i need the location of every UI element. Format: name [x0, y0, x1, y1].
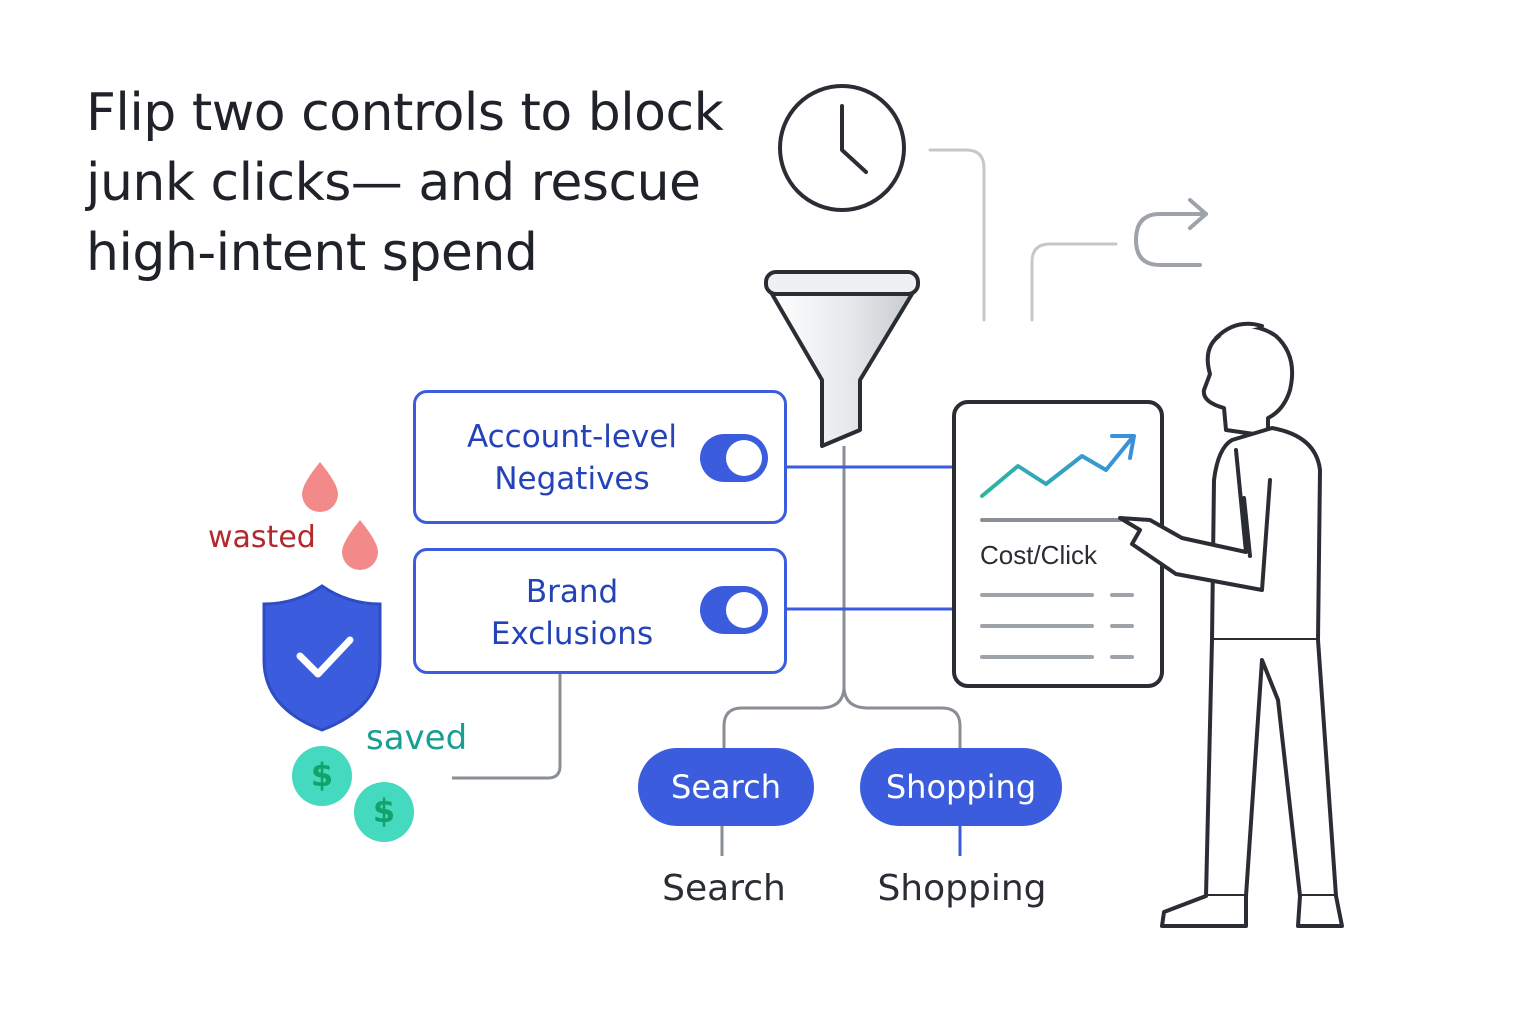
clock-icon — [778, 84, 906, 212]
shopping-channel-caption: Shopping — [877, 868, 1047, 909]
control-connectors — [786, 465, 954, 611]
funnel-icon — [764, 270, 920, 448]
saved-connector — [452, 674, 562, 780]
brand-exclusions-toggle[interactable] — [700, 586, 768, 634]
droplet-icon — [302, 462, 378, 570]
shopping-channel-button[interactable]: Shopping — [860, 748, 1062, 826]
timeline-connectors — [928, 148, 1118, 322]
shield-check-icon — [262, 584, 382, 732]
account-level-negatives-label: Account-level Negatives — [466, 419, 678, 497]
account-level-negatives-card: Account-level Negatives — [413, 390, 787, 524]
brand-exclusions-label: Brand Exclusions — [490, 574, 654, 652]
saved-label: saved — [366, 718, 468, 758]
toggle-knob — [726, 592, 762, 628]
brand-exclusions-card: Brand Exclusions — [413, 548, 787, 674]
funnel-stem — [720, 446, 962, 856]
wasted-label: wasted — [208, 520, 316, 555]
search-channel-caption: Search — [662, 868, 786, 909]
dollar-coin-icon — [292, 746, 414, 842]
redirect-arrow-icon — [1134, 198, 1208, 267]
cost-per-click-label: Cost/Click — [980, 540, 1098, 570]
person-illustration — [1118, 321, 1344, 928]
dollar-sign-glyph: $ — [372, 792, 396, 830]
account-level-negatives-toggle[interactable] — [700, 434, 768, 482]
dollar-sign-glyph: $ — [310, 756, 334, 794]
page-title: Flip two controls to block junk clicks— … — [86, 83, 724, 283]
search-channel-button[interactable]: Search — [638, 748, 814, 826]
toggle-knob — [726, 440, 762, 476]
